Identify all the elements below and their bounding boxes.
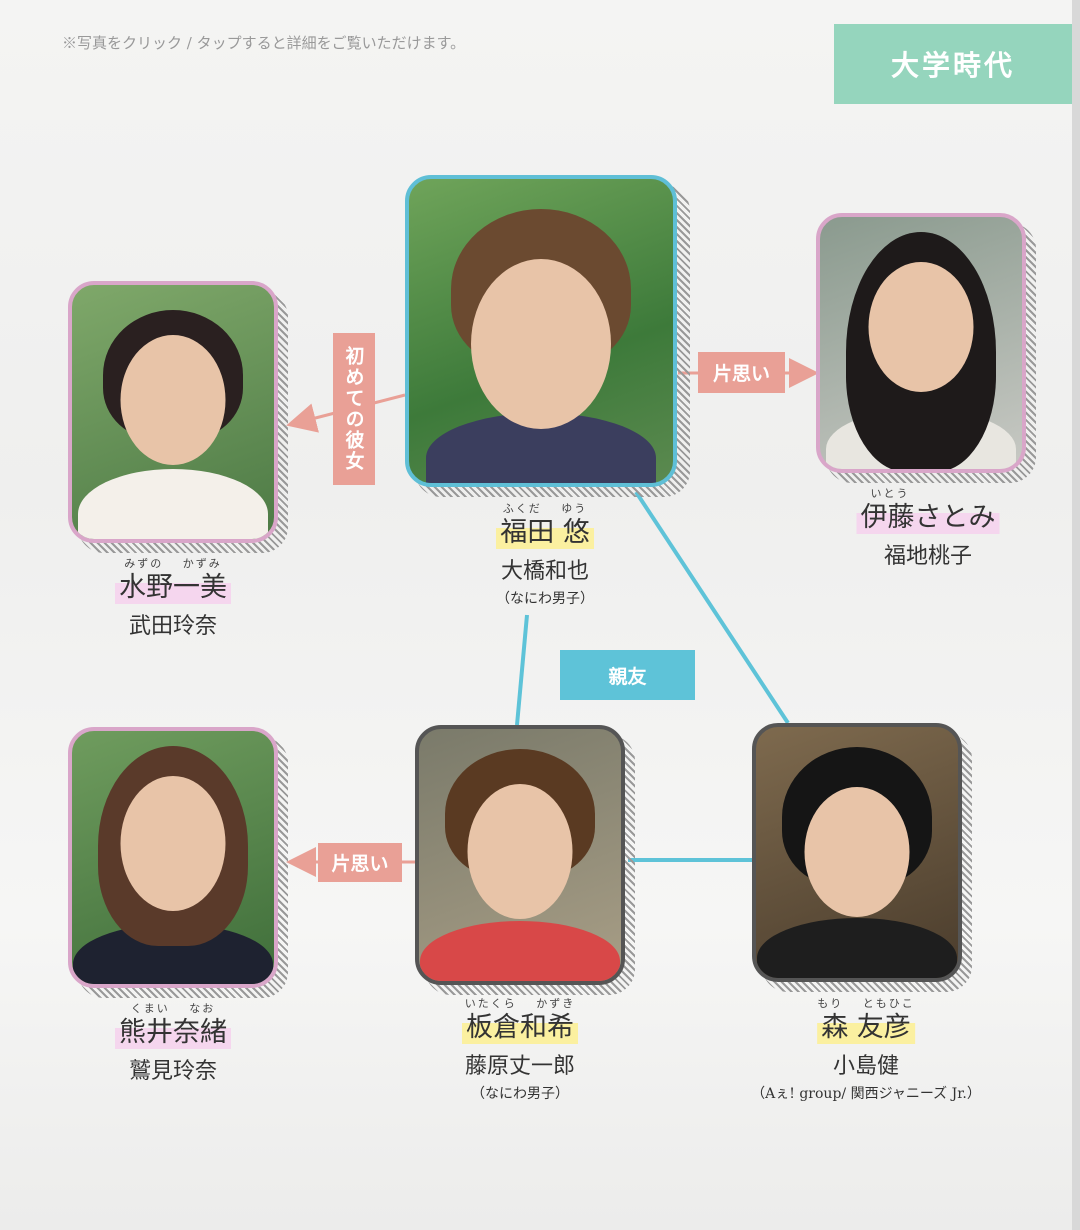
card-itakura: いたくら かずき 板倉和希 藤原丈一郎 （なにわ男子） xyxy=(462,995,578,1103)
actor-group: （なにわ男子） xyxy=(471,1086,569,1102)
ruby: いたくら かずき xyxy=(464,997,576,1010)
character-name: 板倉和希 xyxy=(462,1012,578,1044)
actor-group: （なにわ男子） xyxy=(496,591,594,607)
photo-ito[interactable] xyxy=(816,213,1026,473)
click-hint: ※写真をクリック / タップすると詳細をご覧いただけます。 xyxy=(62,34,466,52)
actor-name: 小島健 xyxy=(832,1054,899,1079)
actor-name: 鷲見玲奈 xyxy=(128,1059,217,1084)
photo-mori[interactable] xyxy=(752,723,962,982)
character-name: 水野一美 xyxy=(115,572,231,604)
label-first-girlfriend: 初めての彼女 xyxy=(333,333,375,485)
photo-fukuda[interactable] xyxy=(405,175,677,487)
card-mori: もり ともひこ 森 友彦 小島健 （Aぇ! group/ 関西ジャニーズ Jr.… xyxy=(751,995,981,1103)
ruby: ふくだ ゆう xyxy=(502,502,588,515)
page-edge xyxy=(1072,0,1080,1230)
actor-name: 藤原丈一郎 xyxy=(464,1054,575,1079)
card-ito: いとう 伊藤さとみ 福地桃子 xyxy=(856,485,1000,570)
actor-name: 大橋和也 xyxy=(500,559,589,584)
photo-itakura[interactable] xyxy=(415,725,625,985)
character-name: 熊井奈緒 xyxy=(115,1017,231,1049)
ruby: みずの かずみ xyxy=(124,557,222,570)
photo-kumai[interactable] xyxy=(68,727,278,988)
era-badge: 大学時代 xyxy=(834,24,1072,104)
actor-group: （Aぇ! group/ 関西ジャニーズ Jr.） xyxy=(751,1086,981,1102)
ruby: くまい なお xyxy=(130,1002,216,1015)
card-fukuda: ふくだ ゆう 福田 悠 大橋和也 （なにわ男子） xyxy=(496,500,594,608)
character-name: 伊藤さとみ xyxy=(856,502,1000,534)
character-name: 福田 悠 xyxy=(496,517,594,549)
character-name: 森 友彦 xyxy=(817,1012,915,1044)
photo-mizuno[interactable] xyxy=(68,281,278,543)
label-crush-kumai: 片思い xyxy=(318,843,402,882)
card-kumai: くまい なお 熊井奈緒 鷲見玲奈 xyxy=(115,1000,231,1085)
actor-name: 武田玲奈 xyxy=(128,614,217,639)
label-best-friend: 親友 xyxy=(560,650,695,700)
line-fukuda-mori xyxy=(634,490,790,725)
ruby: もり ともひこ xyxy=(817,997,915,1010)
card-mizuno: みずの かずみ 水野一美 武田玲奈 xyxy=(115,555,231,640)
label-crush-ito: 片思い xyxy=(698,352,785,393)
ruby: いとう xyxy=(870,487,910,500)
actor-name: 福地桃子 xyxy=(883,544,972,569)
line-fukuda-itakura xyxy=(515,614,529,726)
